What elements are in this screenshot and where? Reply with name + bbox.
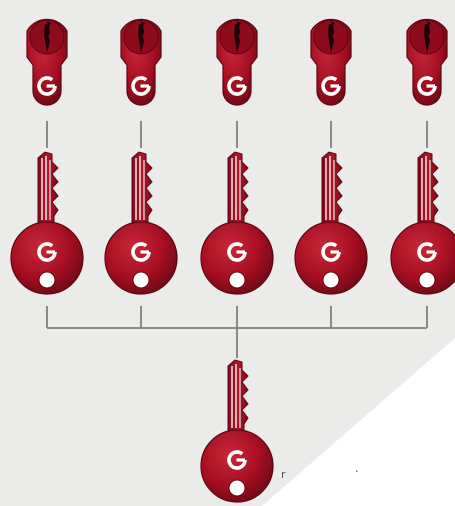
euro-cylinder-lock-icon — [121, 19, 161, 105]
euro-cylinder-lock-icon — [217, 19, 257, 105]
stray-mark: r — [281, 468, 286, 481]
euro-cylinder-lock-icon — [311, 19, 351, 105]
euro-cylinder-lock-icon — [407, 19, 447, 105]
stray-mark: . — [355, 462, 359, 475]
euro-cylinder-lock-icon — [27, 19, 67, 105]
